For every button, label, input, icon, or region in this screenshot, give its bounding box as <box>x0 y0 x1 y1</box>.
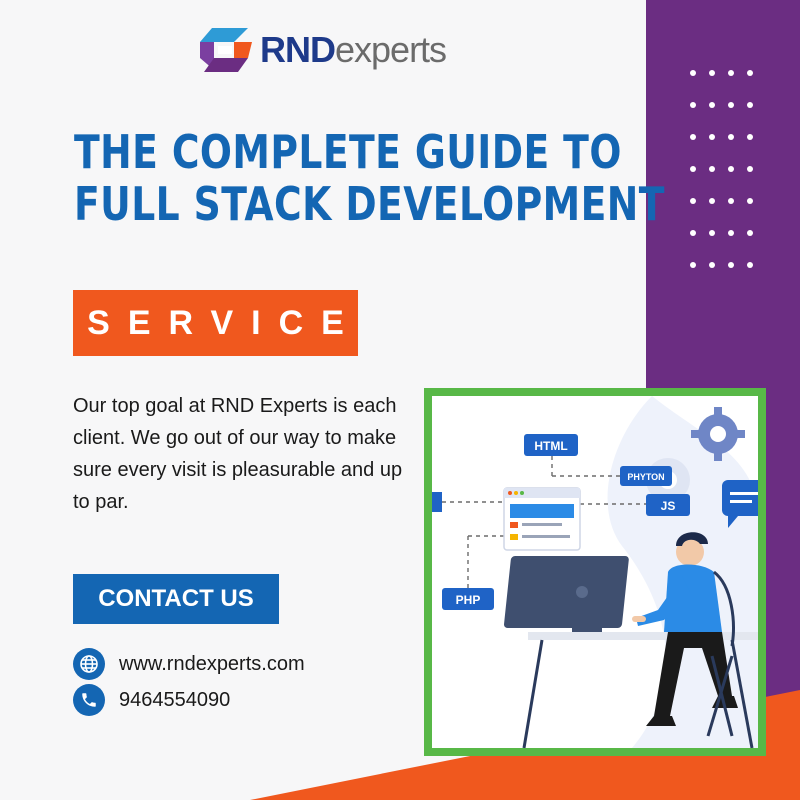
browser-window-icon <box>503 487 581 551</box>
phone-icon <box>73 684 105 716</box>
js-tag: JS <box>646 494 690 516</box>
headline-line-2: FULL STACK DEVELOPMENT <box>74 177 665 231</box>
service-badge: SERVICE <box>73 290 358 356</box>
description-text: Our top goal at RND Experts is each clie… <box>73 395 403 513</box>
dot-grid-decoration <box>690 70 755 270</box>
logo-word-rnd: RND <box>260 29 336 70</box>
svg-text:JS: JS <box>661 499 676 513</box>
php-tag: PHP <box>442 588 494 610</box>
headline-line-1: THE COMPLETE GUIDE TO <box>74 125 622 179</box>
python-tag: PHYTON <box>620 466 672 486</box>
gear-icon <box>691 407 745 461</box>
brand-logo: RNDexperts <box>198 26 447 74</box>
chat-bubble-icon <box>722 480 758 528</box>
contact-us-button[interactable]: CONTACT US <box>73 574 279 624</box>
logo-wordmark: RNDexperts <box>260 29 447 71</box>
website-link[interactable]: www.rndexperts.com <box>119 652 305 675</box>
svg-text:PHP: PHP <box>456 593 481 607</box>
headline: THE COMPLETE GUIDE TO FULL STACK DEVELOP… <box>74 126 664 230</box>
phone-row[interactable]: 9464554090 <box>73 684 230 716</box>
logo-mark-icon <box>200 28 252 72</box>
html-tag: HTML <box>524 434 578 456</box>
service-badge-label: SERVICE <box>87 303 362 342</box>
illustration-frame: HTML PHYTON JS PHP <box>424 388 766 756</box>
logo-word-experts: experts <box>335 29 447 70</box>
svg-text:HTML: HTML <box>534 439 567 453</box>
svg-text:PHYTON: PHYTON <box>627 472 664 482</box>
phone-number[interactable]: 9464554090 <box>119 688 231 711</box>
developer-illustration: HTML PHYTON JS PHP <box>432 396 758 748</box>
developer-figure <box>632 532 738 726</box>
website-row[interactable]: www.rndexperts.com <box>73 648 305 680</box>
globe-icon <box>73 648 105 680</box>
